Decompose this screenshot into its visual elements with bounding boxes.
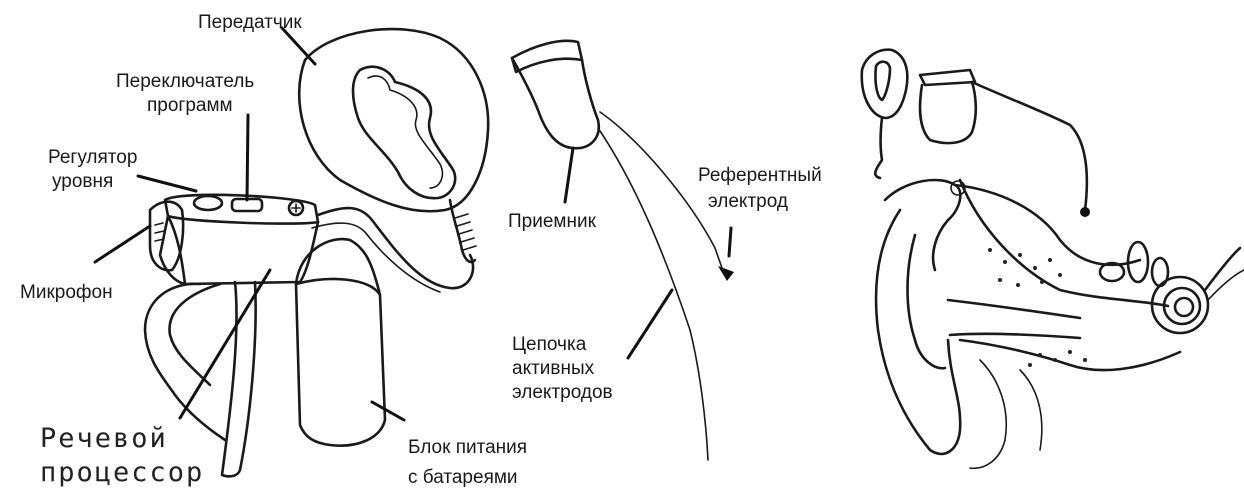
label-level-control-line2: уровня bbox=[52, 171, 114, 192]
label-transmitter: Передатчик bbox=[198, 12, 302, 33]
label-battery-pack-line2: с батареями bbox=[408, 467, 518, 488]
label-microphone: Микрофон bbox=[20, 282, 113, 303]
label-battery-pack-line1: Блок питания bbox=[408, 437, 528, 458]
label-receiver: Приемник bbox=[508, 211, 596, 232]
label-speech-processor-line1: Речевой bbox=[40, 423, 168, 454]
speech-processor-drawing bbox=[143, 193, 475, 478]
label-program-switch-line1: Переключатель bbox=[116, 71, 255, 92]
label-reference-electrode-line2: электрод bbox=[708, 191, 788, 212]
transmitter-drawing bbox=[297, 27, 490, 264]
label-active-electrodes-line1: Цепочка bbox=[512, 334, 587, 355]
label-program-switch-line2: программ bbox=[147, 95, 233, 116]
ear-anatomy-drawing bbox=[860, 48, 1244, 469]
label-active-electrodes-line3: электродов bbox=[512, 382, 613, 403]
leader-lines bbox=[93, 26, 733, 422]
label-active-electrodes-line2: активных bbox=[512, 358, 595, 379]
receiver-drawing bbox=[510, 39, 734, 461]
label-reference-electrode-line1: Референтный bbox=[698, 165, 822, 186]
label-speech-processor-line2: процессор bbox=[40, 457, 205, 488]
label-level-control-line1: Регулятор bbox=[48, 147, 138, 168]
